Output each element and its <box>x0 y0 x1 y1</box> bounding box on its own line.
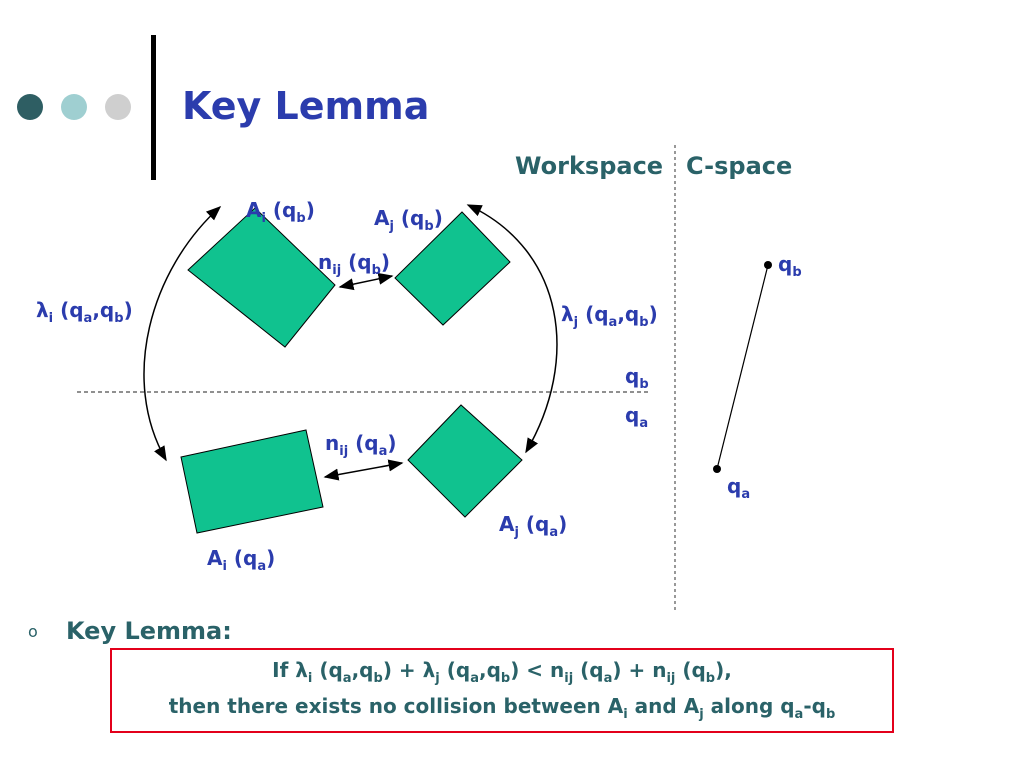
lemma-statement-line2: then there exists no collision between A… <box>168 694 836 722</box>
label-ai-qb: Ai (qb) <box>246 198 315 226</box>
robot-ai-qb <box>187 207 336 348</box>
label-lambda-i: λi (qa,qb) <box>36 298 133 326</box>
label-lambda-j: λj (qa,qb) <box>561 302 658 330</box>
decor-dot-teal <box>61 94 87 120</box>
label-cspace-qb: qb <box>778 252 802 280</box>
bullet-marker: o <box>28 622 38 641</box>
label-workspace-qb: qb <box>625 364 649 392</box>
title-divider <box>151 35 156 180</box>
decor-dot-dark <box>17 94 43 120</box>
robot-aj-qa <box>407 404 523 518</box>
lemma-statement-box: If λi (qa,qb) + λj (qa,qb) < nij (qa) + … <box>110 648 894 733</box>
label-workspace-qa: qa <box>625 403 649 431</box>
label-nij-qb: nij (qb) <box>318 250 391 278</box>
label-aj-qb: Aj (qb) <box>374 206 443 234</box>
robot-ai-qa <box>180 429 324 534</box>
cspace-path <box>716 264 769 470</box>
cspace-point-qb <box>764 261 772 269</box>
workspace-heading: Workspace <box>515 152 664 180</box>
distance-arrow-qa <box>323 459 404 481</box>
lemma-heading: Key Lemma: <box>66 617 232 645</box>
lemma-statement-line1: If λi (qa,qb) + λj (qa,qb) < nij (qa) + … <box>272 658 732 686</box>
label-nij-qa: nij (qa) <box>325 431 397 459</box>
distance-arrow-qb <box>338 272 394 291</box>
motion-arc-j <box>466 204 558 454</box>
cspace-point-qa <box>713 465 721 473</box>
slide-title: Key Lemma <box>182 84 430 128</box>
label-aj-qa: Aj (qa) <box>499 512 568 540</box>
motion-arc-i <box>143 205 222 462</box>
cspace-heading: C-space <box>686 152 793 180</box>
label-cspace-qa: qa <box>727 474 751 502</box>
label-ai-qa: Ai (qa) <box>207 546 276 574</box>
decor-dot-gray <box>105 94 131 120</box>
